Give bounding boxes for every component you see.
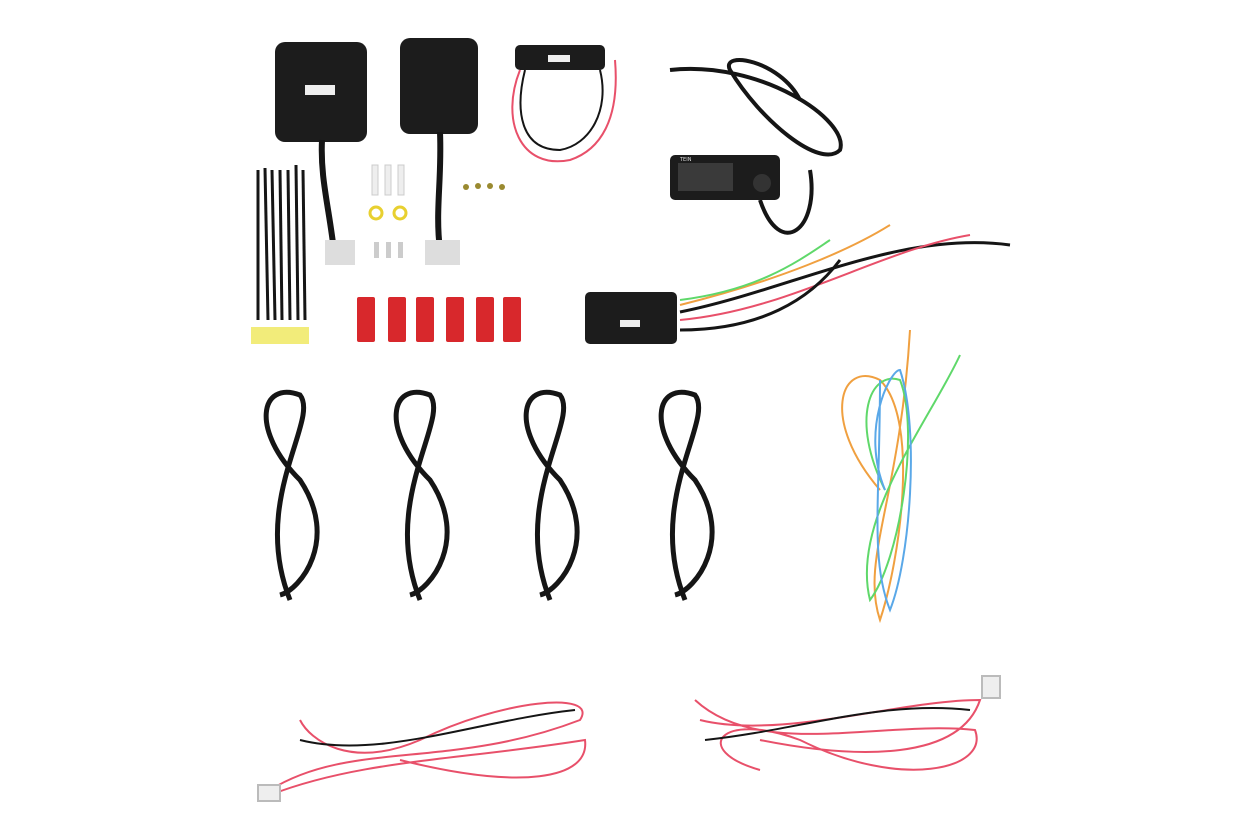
extension-cables: [263, 389, 715, 601]
wire-clips: [357, 297, 521, 342]
brand-logo: TEIN: [679, 157, 692, 163]
actuator-module-left: [275, 42, 367, 265]
adhesive-pad: [251, 327, 309, 344]
power-relay: [511, 45, 617, 163]
power-harness-left: [257, 701, 587, 802]
zip-ties: [256, 164, 307, 321]
connectors: [368, 164, 505, 258]
power-harness-right: [694, 675, 1001, 771]
display-controller: TEIN: [669, 58, 843, 235]
actuator-module-right: [400, 38, 478, 265]
signal-wires: [841, 329, 961, 624]
control-unit: [585, 224, 1011, 344]
